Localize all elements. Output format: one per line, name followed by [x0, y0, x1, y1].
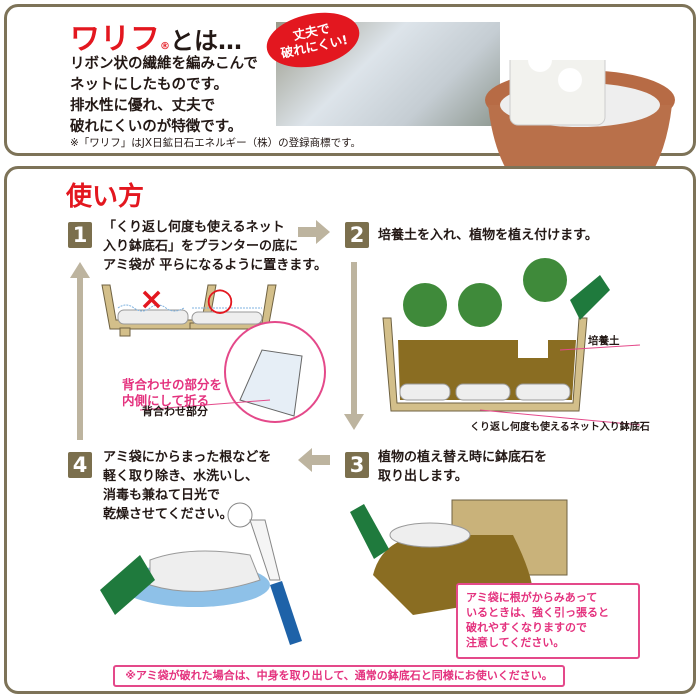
step-2-number: 2: [345, 222, 369, 248]
step-3-number: 3: [345, 452, 369, 478]
planter-with-plants-illustration: [382, 258, 641, 426]
brand-name: ワリフ: [70, 22, 160, 57]
intro-title: ワリフ®とは…: [70, 14, 242, 58]
fold-instruction: 背合わせの部分を 内側にして折る: [122, 377, 223, 408]
step-1-number: 1: [68, 222, 92, 248]
step-4-text: アミ袋にからまった根などを 軽く取り除き、水洗いし、 消毒も兼ねて日光で 乾燥さ…: [103, 450, 272, 522]
stone-bag-wrong: [117, 309, 189, 325]
arrow-left-icon: [298, 448, 330, 472]
title-suffix: とは…: [170, 27, 242, 55]
arrow-right-icon: [298, 220, 330, 244]
registered-mark: ®: [160, 41, 170, 52]
soil-label: 培養土: [588, 335, 620, 347]
stone-bag-correct: [191, 311, 263, 325]
step-2-text: 培養土を入れ、植物を植え付けます。: [378, 228, 598, 243]
trademark-note: ※「ワリフ」はJX日鉱日石エネルギー（株）の登録商標です。: [70, 137, 362, 149]
arrow-up-icon: [70, 262, 90, 440]
step-4-number: 4: [68, 452, 92, 478]
washing-illustration: [100, 502, 302, 645]
folded-bag: [239, 349, 303, 417]
step-3-text: 植物の植え替え時に鉢底石を 取り出します。: [378, 450, 548, 484]
howto-title: 使い方: [66, 182, 145, 212]
correct-placement-mark: ○: [206, 280, 234, 318]
arrow-down-icon: [344, 262, 364, 430]
fold-part-label: 背合わせ部分: [142, 405, 208, 418]
step-1-text: 「くり返し何度も使えるネット 入り鉢底石」をプランターの底に アミ袋が 平らにな…: [103, 220, 327, 273]
intro-description: リボン状の繊維を編みこんで ネットにしたものです。 排水性に優れ、丈夫で 破れに…: [70, 56, 258, 135]
stone-label: くり返し何度も使えるネット入り鉢底石: [470, 422, 650, 433]
footer-note: ※アミ袋が破れた場合は、中身を取り出して、通常の鉢底石と同様にお使いください。: [113, 665, 565, 687]
warning-callout: アミ袋に根がからみあって いるときは、強く引っ張ると 破れやすくなりますので 注…: [456, 583, 640, 659]
wrong-placement-mark: ×: [139, 282, 165, 317]
